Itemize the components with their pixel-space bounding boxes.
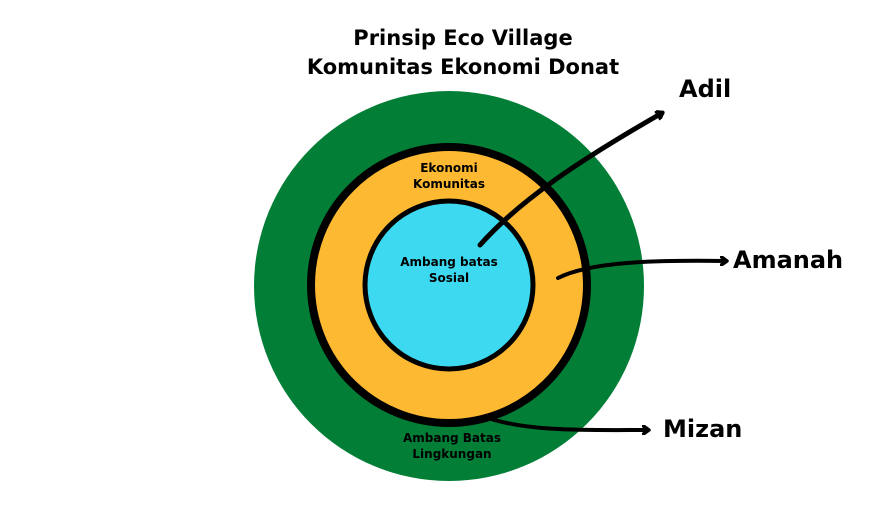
principle-adil: Adil <box>679 75 732 103</box>
arrow-mizan <box>486 416 648 430</box>
arrow-adil <box>477 113 662 248</box>
economy-label: Ekonomi Komunitas <box>379 160 519 192</box>
title-line-2: Komunitas Ekonomi Donat <box>306 55 620 79</box>
environment-label-line1: Ambang Batas <box>402 431 501 445</box>
economy-label-line1: Ekonomi <box>420 161 478 175</box>
title-line-1: Prinsip Eco Village <box>353 26 573 50</box>
principle-mizan: Mizan <box>663 415 743 443</box>
environment-label: Ambang Batas Lingkungan <box>372 430 532 462</box>
social-label: Ambang batas Sosial <box>379 254 519 286</box>
environment-label-line2: Lingkungan <box>412 447 492 461</box>
social-label-line1: Ambang batas <box>400 255 498 269</box>
economy-label-line2: Komunitas <box>412 177 485 191</box>
principle-amanah: Amanah <box>733 246 844 274</box>
social-core <box>362 198 536 372</box>
arrow-amanah <box>556 261 726 280</box>
social-label-line2: Sosial <box>428 271 470 285</box>
